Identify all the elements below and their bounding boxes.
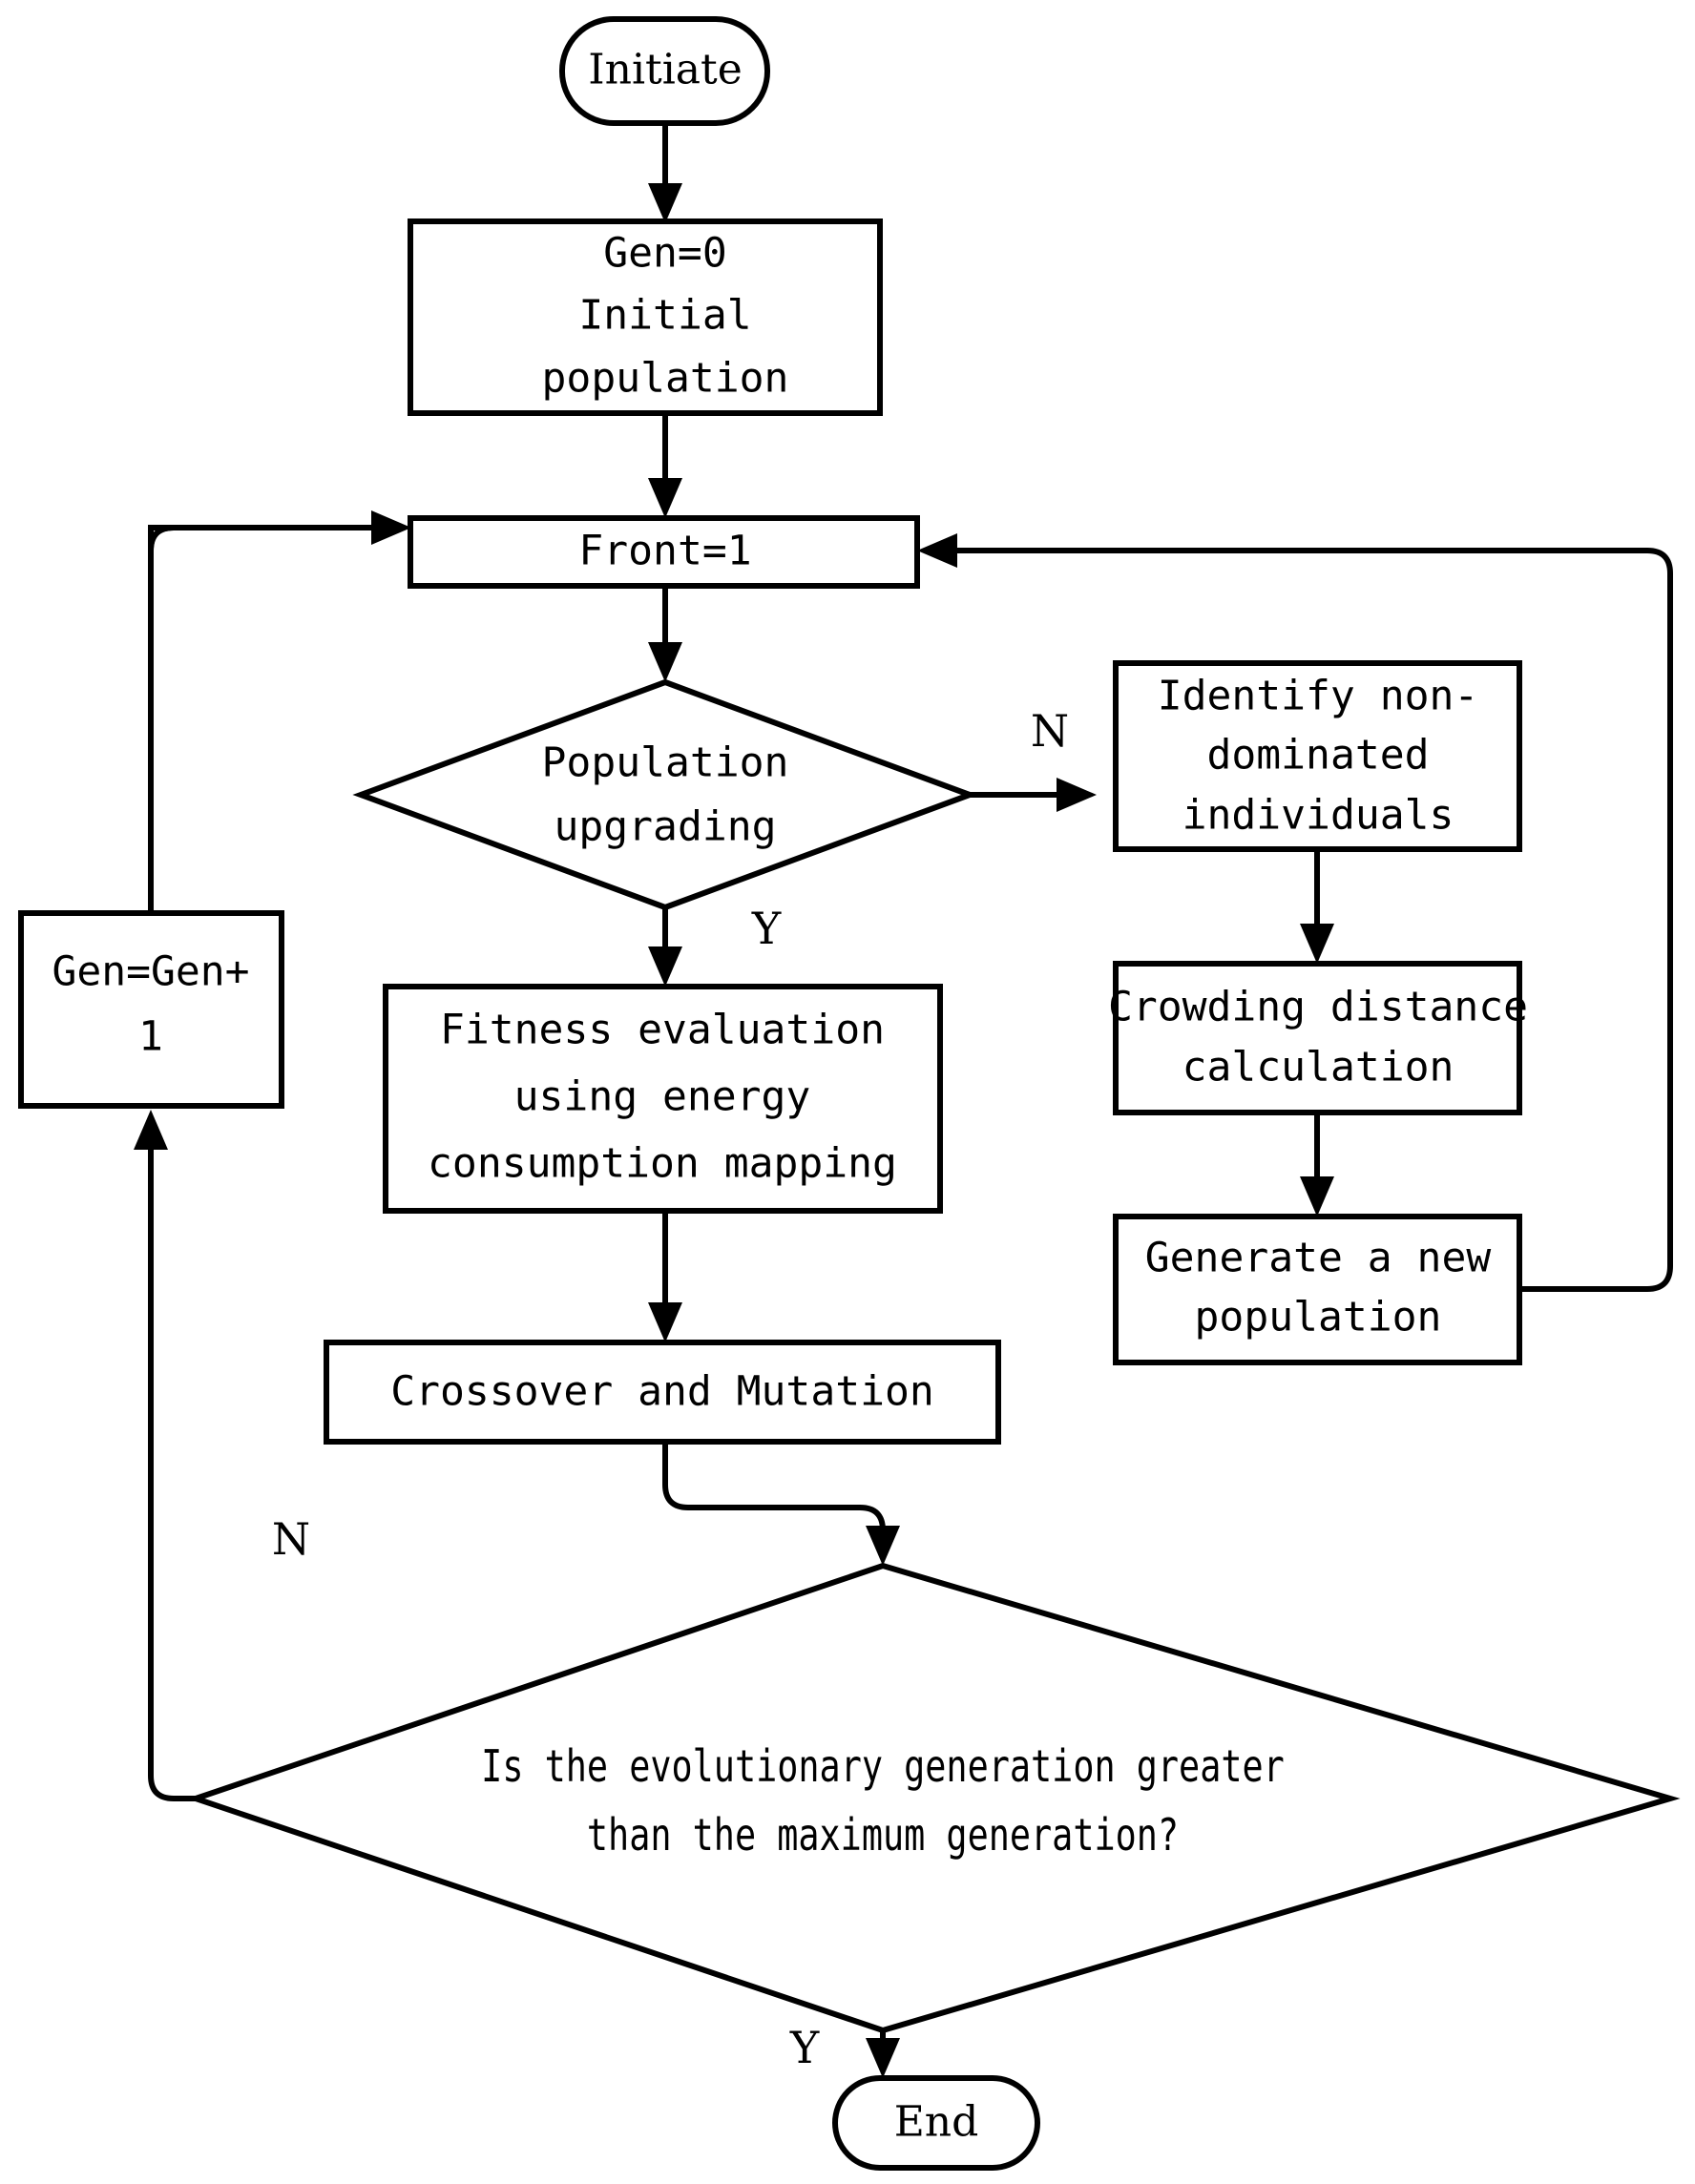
gen-init-line2: Initial — [578, 292, 751, 340]
identify-nondominated-line2: dominated — [1207, 732, 1430, 780]
identify-nondominated-shape — [1113, 660, 1522, 852]
edge-generate-to-front-loop — [917, 533, 1673, 1292]
edge-upgrading-yes-to-fitness — [648, 907, 682, 987]
front-shape — [408, 515, 920, 589]
gen-init-shape — [408, 218, 883, 416]
node-population-upgrading[interactable]: Population upgrading — [352, 678, 978, 911]
identify-nondominated-line1: Identify non- — [1158, 673, 1479, 720]
edge-label-upgrading-no: N — [1031, 705, 1069, 757]
crowding-distance-shape — [1113, 961, 1522, 1115]
edge-maxgen-yes-to-end — [866, 2030, 900, 2078]
edge-upgrading-no-to-identify — [970, 778, 1097, 812]
end-label: End — [894, 2098, 979, 2147]
population-upgrading-line1: Population — [542, 739, 789, 787]
population-upgrading-shape — [352, 678, 978, 911]
end-shape — [832, 2075, 1040, 2171]
generate-population-line2: population — [1195, 1294, 1442, 1342]
fitness-evaluation-line1: Fitness evaluation — [440, 1007, 885, 1054]
edge-crowding-to-generate — [1300, 1113, 1334, 1217]
node-max-generation[interactable]: Is the evolutionary generation greater t… — [186, 1562, 1681, 2034]
max-generation-line1: Is the evolutionary generation greater — [481, 1740, 1285, 1792]
population-upgrading-line2: upgrading — [555, 803, 777, 851]
edge-maxgen-no-to-gen-increment — [134, 1110, 196, 1801]
gen-init-line1: Gen=0 — [603, 230, 726, 278]
node-crossover-mutation[interactable]: Crossover and Mutation — [324, 1340, 1001, 1445]
edge-label-maxgen-no: N — [272, 1513, 310, 1565]
fitness-evaluation-line3: consumption mapping — [428, 1140, 897, 1188]
fitness-evaluation-line2: using energy — [514, 1073, 811, 1121]
edge-front-to-upgrading — [648, 586, 682, 682]
node-initiate[interactable]: Initiate — [559, 16, 770, 126]
node-fitness-evaluation[interactable]: Fitness evaluation using energy consumpt… — [383, 984, 943, 1214]
edge-gen-increment-to-front-loop — [148, 510, 411, 913]
max-generation-shape — [186, 1562, 1681, 2034]
front-label: Front=1 — [578, 528, 751, 575]
generate-population-line1: Generate a new — [1145, 1235, 1492, 1282]
gen-init-line3: population — [542, 355, 789, 403]
gen-increment-shape — [18, 910, 284, 1109]
node-front[interactable]: Front=1 — [408, 515, 920, 589]
edge-label-maxgen-yes: Y — [789, 2022, 820, 2073]
gen-increment-line2: 1 — [138, 1013, 163, 1061]
node-gen-increment[interactable]: Gen=Gen+ 1 — [18, 910, 284, 1109]
gen-increment-line1: Gen=Gen+ — [52, 948, 249, 996]
crowding-distance-line2: calculation — [1182, 1044, 1454, 1092]
crossover-mutation-shape — [324, 1340, 1001, 1445]
edge-initiate-to-gen-init — [648, 123, 682, 223]
initiate-shape — [559, 16, 770, 126]
max-generation-line2: than the maximum generation? — [587, 1809, 1179, 1861]
node-end[interactable]: End — [832, 2075, 1040, 2171]
edge-label-upgrading-yes: Y — [751, 903, 782, 954]
crowding-distance-line1: Crowding distance — [1108, 984, 1528, 1031]
initiate-label: Initiate — [588, 46, 743, 94]
fitness-evaluation-shape — [383, 984, 943, 1214]
node-gen-init[interactable]: Gen=0 Initial population — [408, 218, 883, 416]
edge-crossover-to-maxgen — [662, 1442, 900, 1566]
edge-identify-to-crowding — [1300, 849, 1334, 964]
node-identify-nondominated[interactable]: Identify non- dominated individuals — [1113, 660, 1522, 852]
edge-gen-init-to-front — [648, 413, 682, 518]
identify-nondominated-line3: individuals — [1182, 792, 1454, 840]
edge-fitness-to-crossover — [648, 1211, 682, 1342]
crossover-mutation-label: Crossover and Mutation — [390, 1368, 934, 1416]
node-crowding-distance[interactable]: Crowding distance calculation — [1108, 961, 1528, 1115]
generate-population-shape — [1113, 1214, 1522, 1365]
node-generate-population[interactable]: Generate a new population — [1113, 1214, 1522, 1365]
